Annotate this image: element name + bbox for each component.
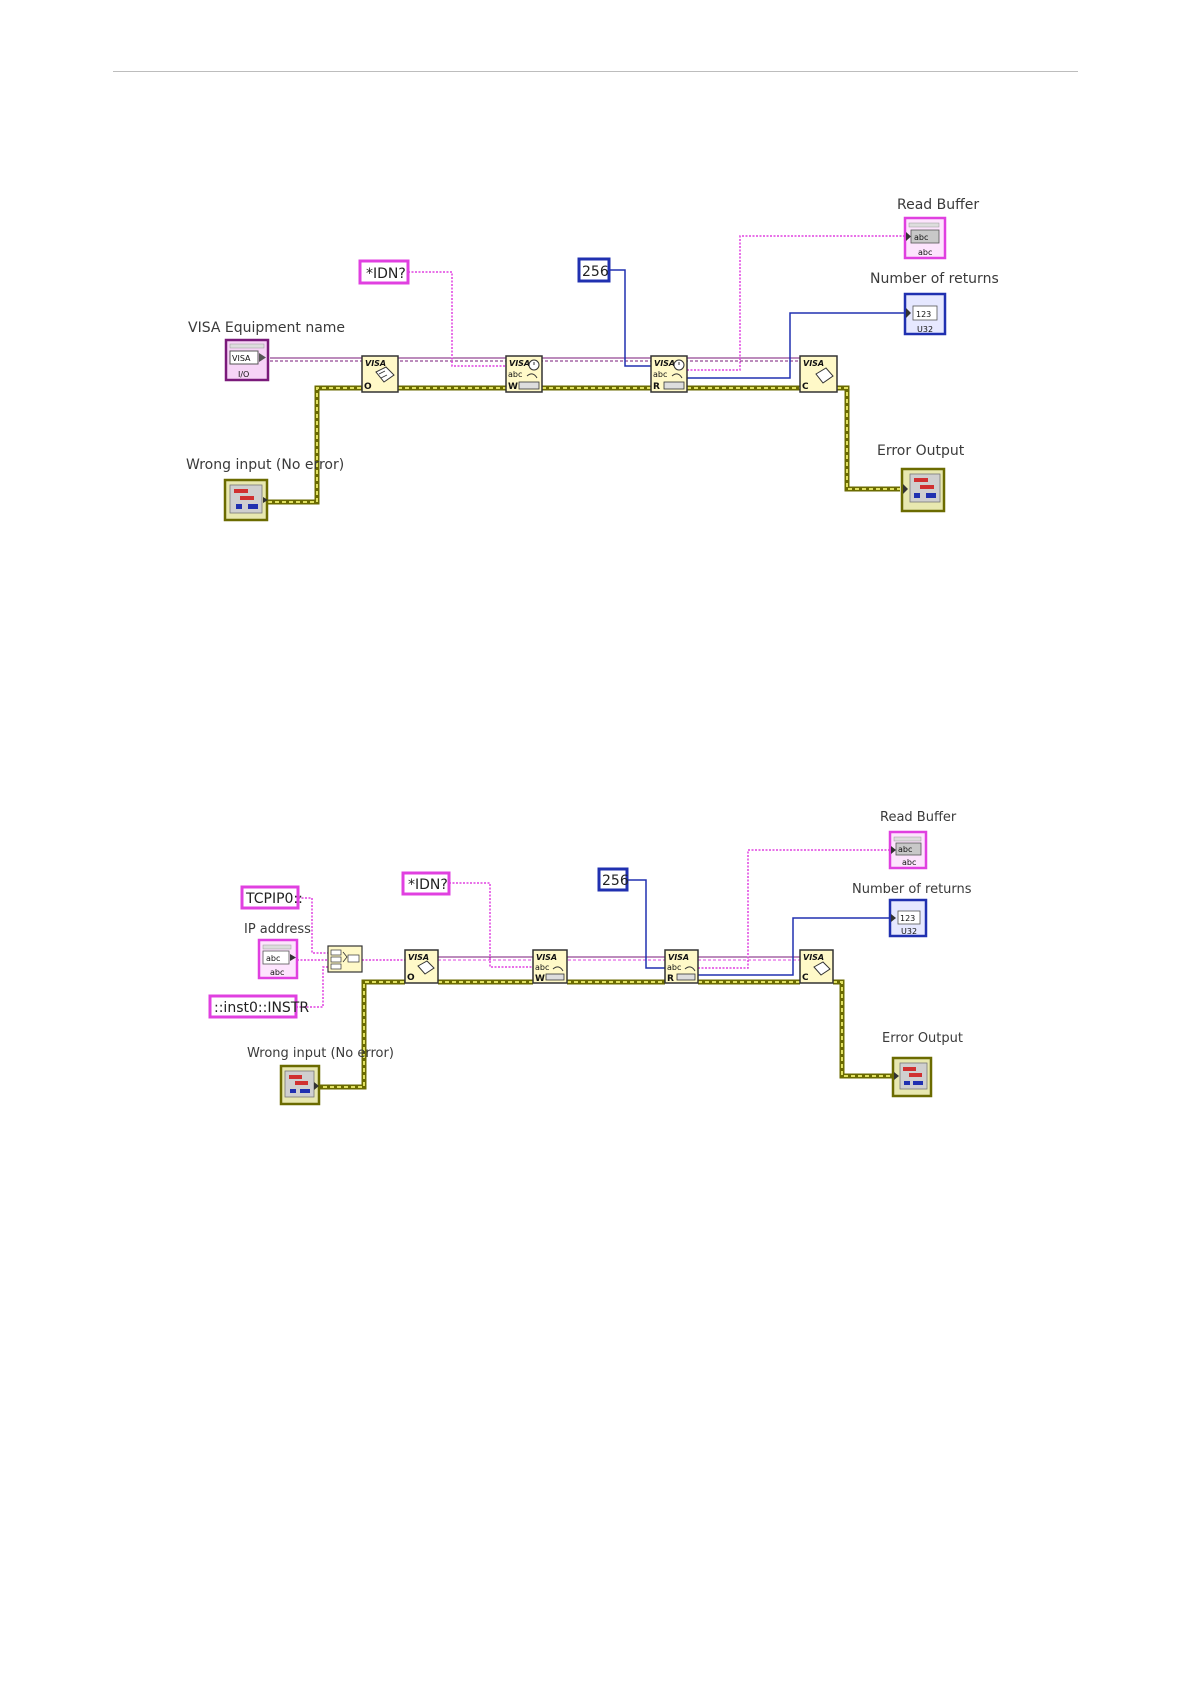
- svg-text:256: 256: [602, 873, 629, 889]
- visa-resource-control[interactable]: VISA I/O: [224, 338, 270, 382]
- label-wrong-input-2: Wrong input (No error): [247, 1046, 394, 1061]
- svg-text:O: O: [407, 973, 415, 983]
- read-buffer-indicator-1: abc abc: [903, 216, 947, 260]
- svg-text:U32: U32: [917, 325, 933, 334]
- svg-text:abc: abc: [653, 370, 667, 379]
- label-error-output-1: Error Output: [877, 443, 965, 459]
- svg-text:C: C: [802, 382, 809, 392]
- diagram-2: Read Buffer Number of returns IP address…: [208, 810, 972, 1106]
- label-read-buffer-2: Read Buffer: [880, 810, 957, 825]
- instr-wire: [296, 966, 328, 1008]
- svg-text:W: W: [535, 974, 545, 984]
- svg-text:TCPIP0::: TCPIP0::: [245, 891, 303, 907]
- label-visa-equipment-name: VISA Equipment name: [188, 320, 345, 336]
- svg-text:abc: abc: [918, 248, 932, 257]
- label-number-of-returns-2: Number of returns: [852, 882, 972, 897]
- tcpip-wire: [298, 897, 328, 954]
- ip-address-control[interactable]: abc abc: [257, 938, 299, 980]
- visa-close-node-2[interactable]: VISA C: [799, 949, 834, 984]
- svg-text:U32: U32: [901, 927, 917, 936]
- svg-text:abc: abc: [902, 858, 916, 867]
- visa-read-node-1[interactable]: VISA abc R: [650, 355, 688, 393]
- page-divider: [113, 71, 1078, 72]
- svg-text:VISA: VISA: [365, 359, 386, 368]
- error-output-indicator-2: [891, 1056, 933, 1098]
- svg-text:123: 123: [900, 914, 915, 923]
- svg-text:VISA: VISA: [408, 953, 429, 962]
- label-read-buffer-1: Read Buffer: [897, 197, 979, 213]
- svg-text:R: R: [667, 974, 674, 984]
- error-input-control-2[interactable]: [279, 1064, 321, 1106]
- svg-text:*IDN?: *IDN?: [408, 877, 448, 893]
- idn-constant-2[interactable]: *IDN?: [401, 871, 451, 896]
- error-wire-2: [316, 979, 895, 1090]
- return-count-wire-1: [687, 312, 905, 379]
- count-constant-2[interactable]: 256: [597, 867, 629, 892]
- error-input-control-1[interactable]: [223, 478, 269, 522]
- svg-text:*IDN?: *IDN?: [366, 266, 406, 282]
- visa-open-node-1[interactable]: VISA O: [361, 355, 399, 393]
- visa-open-node-2[interactable]: VISA O: [404, 949, 439, 984]
- svg-text:VISA: VISA: [536, 953, 557, 962]
- svg-text:I/O: I/O: [238, 370, 249, 379]
- readbuffer-wire-1: [687, 235, 905, 371]
- label-wrong-input-1: Wrong input (No error): [186, 457, 344, 473]
- svg-text:VISA: VISA: [668, 953, 689, 962]
- diagram-1: Read Buffer Number of returns VISA Equip…: [186, 197, 999, 522]
- tcpip-constant[interactable]: TCPIP0::: [240, 885, 303, 910]
- svg-text:::inst0::INSTR: ::inst0::INSTR: [214, 1000, 309, 1016]
- read-buffer-indicator-2: abc abc: [888, 830, 928, 870]
- visa-read-node-2[interactable]: VISA abc R: [664, 949, 699, 984]
- svg-text:123: 123: [916, 310, 931, 319]
- idn-wire-1: [408, 271, 506, 367]
- svg-text:VISA: VISA: [654, 359, 675, 368]
- error-wire-1: [268, 385, 900, 505]
- svg-text:VISA: VISA: [803, 953, 824, 962]
- return-count-indicator-2: 123 U32: [888, 898, 928, 938]
- visa-write-node-2[interactable]: VISA abc W: [532, 949, 568, 984]
- svg-text:O: O: [364, 382, 372, 392]
- visa-wire-2: [438, 956, 800, 961]
- svg-text:256: 256: [582, 264, 609, 280]
- svg-text:VISA: VISA: [803, 359, 824, 368]
- readbuffer-wire-2: [698, 849, 890, 969]
- count-wire-2: [627, 879, 665, 969]
- svg-text:R: R: [653, 382, 660, 392]
- error-output-indicator-1: [900, 467, 946, 513]
- count-constant-1[interactable]: 256: [577, 257, 611, 283]
- visa-close-node-1[interactable]: VISA C: [799, 355, 838, 393]
- svg-text:abc: abc: [508, 370, 522, 379]
- label-ip-address: IP address: [244, 922, 311, 937]
- svg-text:VISA: VISA: [509, 359, 530, 368]
- label-number-of-returns-1: Number of returns: [870, 271, 999, 287]
- svg-text:abc: abc: [914, 233, 928, 242]
- visa-write-node-1[interactable]: VISA abc W: [505, 355, 543, 393]
- concatenate-strings-node[interactable]: [327, 945, 363, 973]
- svg-text:abc: abc: [898, 845, 912, 854]
- label-error-output-2: Error Output: [882, 1031, 963, 1046]
- svg-text:VISA: VISA: [232, 354, 251, 363]
- instr-constant[interactable]: ::inst0::INSTR: [208, 994, 309, 1019]
- svg-text:abc: abc: [266, 954, 280, 963]
- svg-text:abc: abc: [667, 963, 681, 972]
- svg-text:C: C: [802, 973, 809, 983]
- return-count-indicator-1: 123 U32: [903, 292, 947, 336]
- idn-wire-2: [449, 882, 533, 968]
- svg-text:abc: abc: [270, 968, 284, 977]
- count-wire-1: [608, 269, 651, 367]
- svg-text:W: W: [508, 382, 518, 392]
- idn-constant-1[interactable]: *IDN?: [358, 259, 410, 285]
- svg-text:abc: abc: [535, 963, 549, 972]
- return-count-wire-2: [698, 917, 890, 976]
